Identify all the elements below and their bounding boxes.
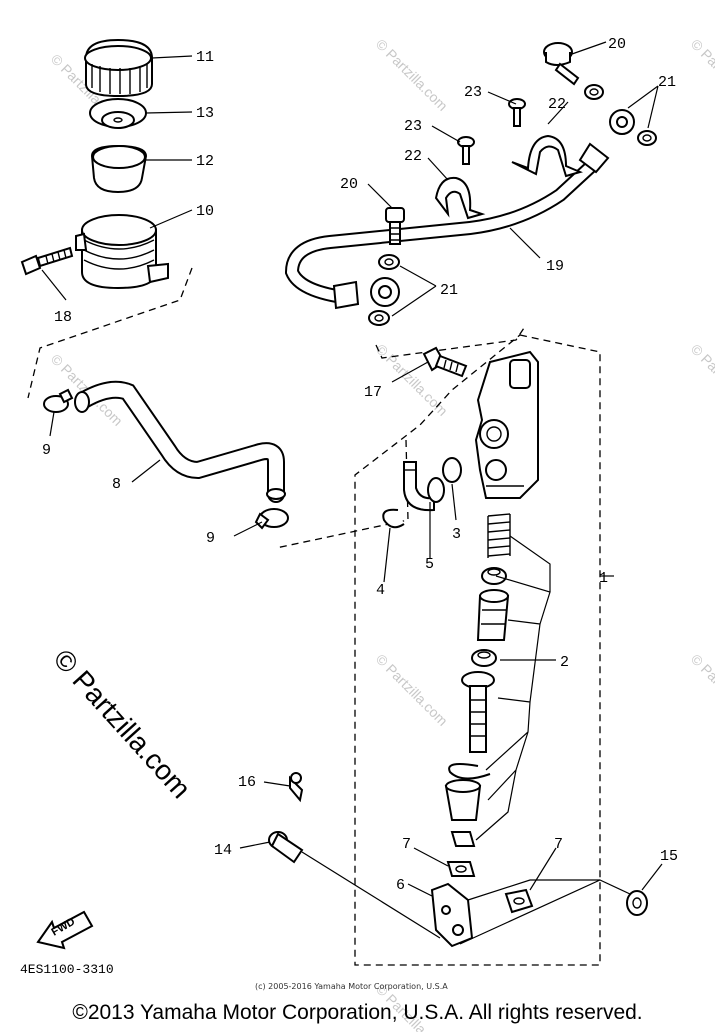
primary-cup (481, 567, 507, 585)
callout-7b: 7 (554, 836, 563, 853)
callout-14: 14 (214, 842, 232, 859)
callout-15: 15 (660, 848, 678, 865)
callout-6: 6 (396, 877, 405, 894)
reservoir-bolt (20, 246, 74, 276)
forward-arrow: FWD (36, 910, 94, 950)
callout-20: 20 (608, 36, 626, 53)
hose-clamp-lower (254, 508, 289, 530)
footer-copyright: ©2013 Yamaha Motor Corporation, U.S.A. A… (72, 1001, 643, 1024)
hose-guide-right (511, 134, 583, 178)
watermark: © Partzilla.com (688, 651, 715, 729)
hose-clamp-upper (43, 388, 74, 413)
circlip-small (382, 508, 405, 529)
clevis-pin (268, 831, 304, 864)
clevis-washer (626, 890, 648, 916)
callout-23: 23 (464, 84, 482, 101)
callout-21: 21 (658, 74, 676, 91)
locknut-right (504, 888, 534, 914)
hose-union-upper (609, 109, 635, 135)
callout-9: 9 (42, 442, 51, 459)
callout-3: 3 (452, 526, 461, 543)
leader-lines (41, 41, 663, 945)
callout-8: 8 (112, 476, 121, 493)
piston (476, 589, 510, 641)
callout-22b: 22 (404, 148, 422, 165)
callout-19: 19 (546, 258, 564, 275)
callout-1: 1 (599, 570, 608, 587)
callout-10: 10 (196, 203, 214, 220)
callout-7: 7 (402, 836, 411, 853)
master-cylinder-body (474, 350, 539, 499)
reservoir-tank (75, 214, 169, 290)
locknut-upper (446, 831, 476, 877)
callout-20b: 20 (340, 176, 358, 193)
reservoir-group-outline (27, 267, 193, 399)
cotter-pin (289, 772, 304, 803)
hose-joint (403, 461, 445, 512)
union-bolt-upper (543, 42, 580, 86)
return-spring (487, 513, 511, 558)
hose-union-lower (370, 277, 400, 307)
callouts: 1 2 3 4 5 6 7 7 8 9 9 10 11 12 13 14 15 … (42, 36, 678, 894)
reservoir-cap (84, 38, 153, 98)
master-cylinder-outline (354, 334, 601, 966)
callout-4: 4 (376, 582, 385, 599)
callout-5: 5 (425, 556, 434, 573)
callout-17: 17 (364, 384, 382, 401)
watermark: © Partzilla.com (373, 651, 451, 729)
o-ring (442, 457, 462, 483)
hose-clamp-outline (275, 439, 409, 549)
watermarks: © Partzilla.com © Partzilla.com © Partzi… (48, 36, 715, 1032)
callout-2: 2 (560, 654, 569, 671)
diaphragm (90, 144, 148, 194)
callout-21b: 21 (440, 282, 458, 299)
hose-group-outline (375, 327, 525, 359)
callout-16: 16 (238, 774, 256, 791)
watermark: © Partzilla.com (373, 36, 451, 114)
push-rod (461, 671, 495, 753)
union-bolt-lower (385, 207, 405, 245)
secondary-cup (471, 649, 497, 667)
diagram-code: 4ES1100-3310 (20, 962, 114, 977)
hose-guide-left (434, 176, 486, 220)
callout-11: 11 (196, 49, 214, 66)
callout-18: 18 (54, 309, 72, 326)
diaphragm-plate (89, 98, 147, 129)
circlip-large (448, 763, 491, 780)
callout-9b: 9 (206, 530, 215, 547)
callout-13: 13 (196, 105, 214, 122)
copper-washers (368, 84, 657, 326)
brake-hose (284, 142, 610, 310)
callout-23b: 23 (404, 118, 422, 135)
reservoir-hose (74, 380, 286, 503)
watermark: © Partzilla.com (688, 36, 715, 114)
callout-12: 12 (196, 153, 214, 170)
small-copyright: (c) 2005-2016 Yamaha Motor Corporation, … (255, 982, 448, 991)
watermark-large: © Partzilla.com (48, 643, 197, 804)
guide-screws (457, 98, 526, 165)
cylinder-mount-bolt (422, 346, 468, 378)
dust-boot (444, 779, 482, 821)
watermark: © Partzilla.com (688, 341, 715, 419)
callout-22: 22 (548, 96, 566, 113)
